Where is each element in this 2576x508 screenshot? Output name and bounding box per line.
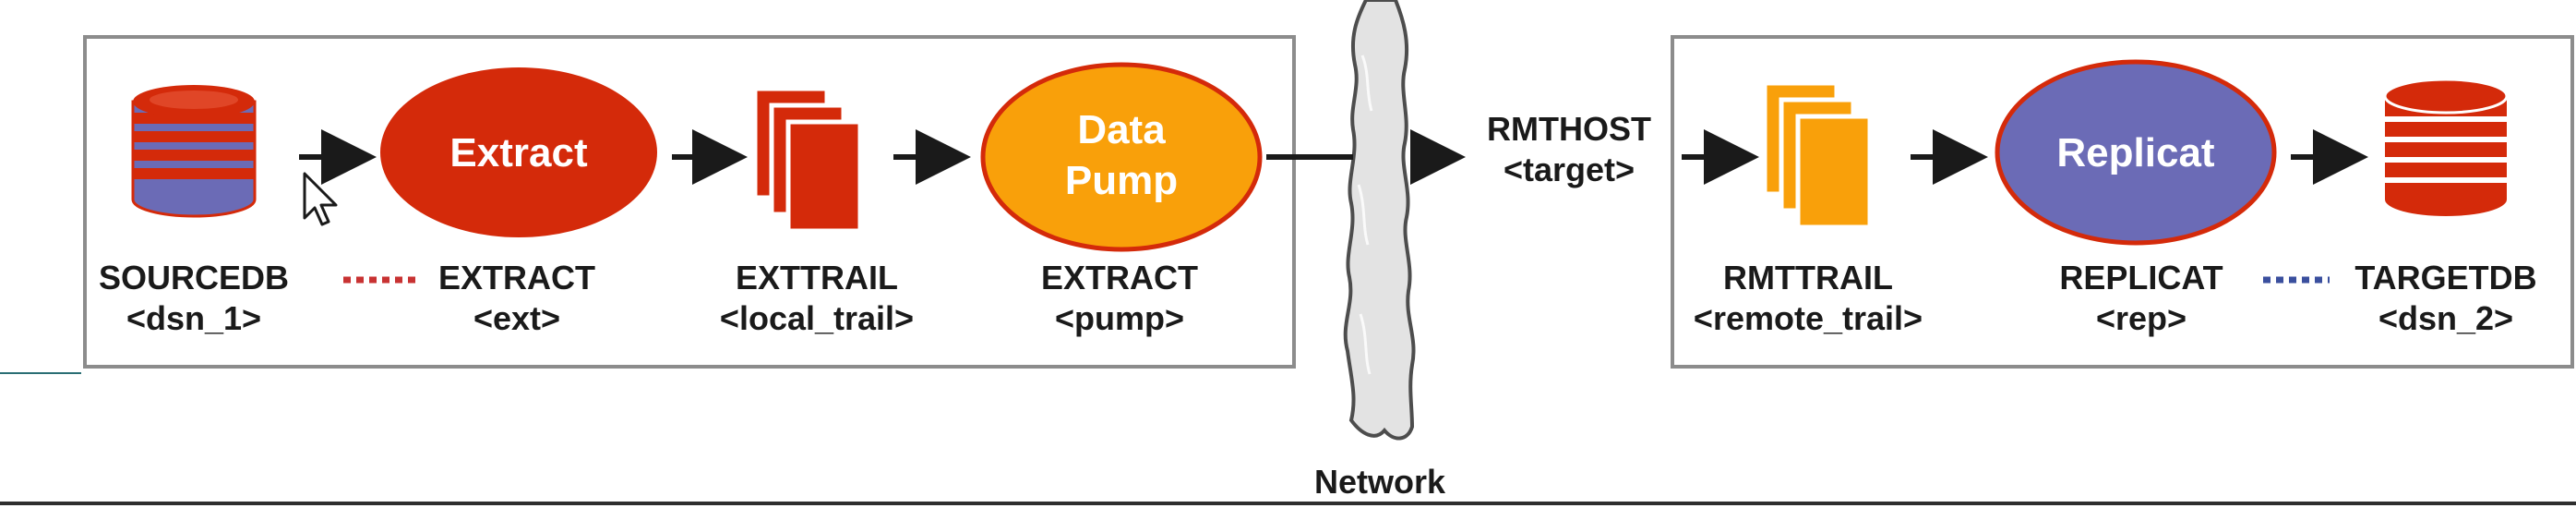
network-cloud [1343, 0, 1416, 441]
rmttrail-file-stack-icon [1762, 80, 1873, 230]
pump-label: EXTRACT [1041, 259, 1198, 296]
exttrail-label: EXTTRAIL [736, 259, 898, 296]
data-pump-label-line1: Data [1077, 107, 1166, 152]
extract-param: <ext> [473, 299, 560, 337]
replicat-node: Replicat [1995, 59, 2277, 246]
replicat-label: REPLICAT [2059, 259, 2223, 296]
rmttrail-param: <remote_trail> [1694, 299, 1923, 337]
targetdb-param: <dsn_2> [2378, 299, 2513, 337]
replicat-node-label: Replicat [2056, 130, 2215, 175]
mouse-pointer-icon [303, 172, 338, 226]
extract-label: EXTRACT [438, 259, 595, 296]
extract-node: Extract [380, 67, 657, 237]
rmthost-param: <target> [1504, 151, 1635, 188]
rmttrail-label: RMTTRAIL [1723, 259, 1893, 296]
data-pump-node: Data Pump [980, 62, 1263, 252]
data-pump-label-line2: Pump [1065, 158, 1178, 203]
extract-node-label: Extract [449, 130, 588, 175]
pump-param: <pump> [1055, 299, 1184, 337]
sourcedb-label: SOURCEDB [99, 259, 289, 296]
target-system-box [1671, 35, 2574, 369]
rmthost-label: RMTHOST [1487, 110, 1651, 148]
source-system-box [83, 35, 1296, 369]
sourcedb-param: <dsn_1> [126, 299, 261, 337]
targetdb-label: TARGETDB [2354, 259, 2536, 296]
replicat-param: <rep> [2096, 299, 2187, 337]
targetdb-icon [2383, 78, 2509, 216]
network-label: Network [1314, 463, 1446, 501]
exttrail-param: <local_trail> [720, 299, 914, 337]
sourcedb-icon [131, 85, 257, 218]
exttrail-file-stack-icon [752, 86, 863, 234]
